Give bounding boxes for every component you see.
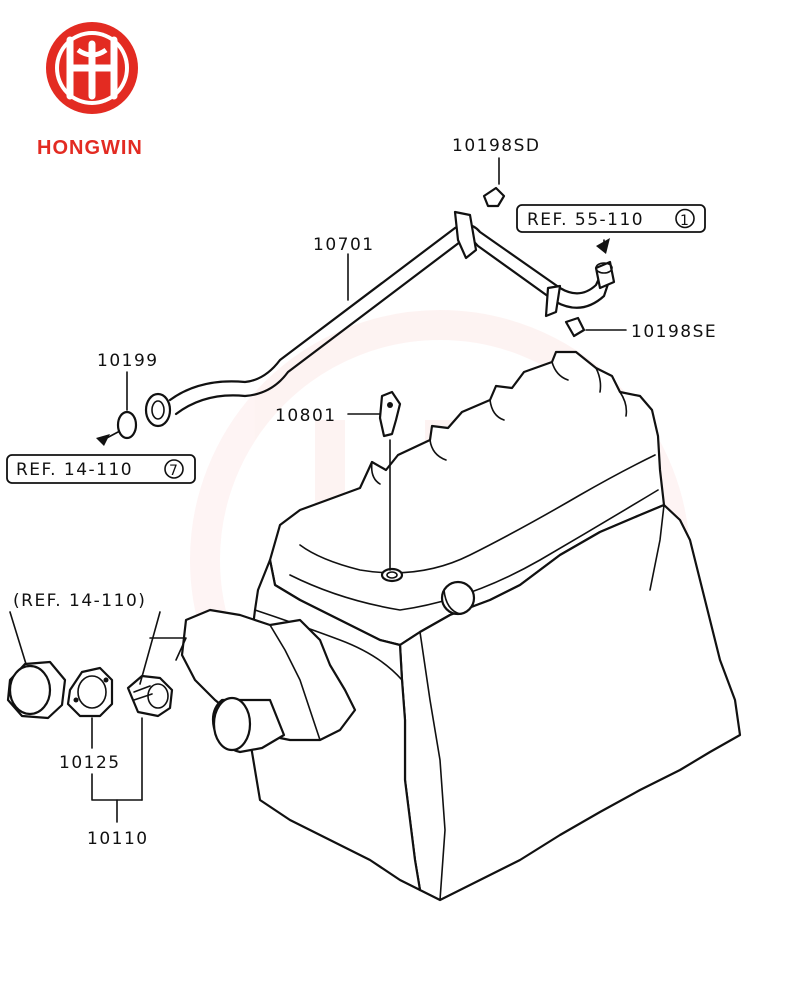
bolt-10198SD-icon — [482, 186, 506, 208]
ref-box-55-110: REF. 55-110 1 — [516, 204, 706, 233]
label-10198SD: 10198SD — [452, 136, 540, 156]
thermostat-parts — [6, 660, 174, 720]
ref-box-14-110: REF. 14-110 7 — [6, 454, 196, 484]
label-10110: 10110 — [87, 829, 149, 849]
label-10198SE: 10198SE — [631, 322, 717, 342]
ref-55-110-text: REF. 55-110 — [527, 210, 644, 230]
water-pipe-10701 — [144, 210, 616, 428]
label-10125: 10125 — [59, 753, 121, 773]
ref-14-110-text: REF. 14-110 — [16, 460, 133, 480]
label-10199: 10199 — [97, 351, 159, 371]
leader-lines — [9, 157, 627, 823]
ref-55-110-num: 1 — [680, 213, 689, 229]
ref-14-110-num: 7 — [169, 463, 178, 479]
sensor-10801 — [378, 390, 402, 571]
engine-block — [180, 350, 742, 902]
bolt-10198SE-icon — [564, 316, 586, 338]
label-10701: 10701 — [313, 235, 375, 255]
hongwin-logo-icon — [46, 22, 138, 114]
ref-14-110-paren: (REF. 14-110) — [13, 591, 146, 611]
arrow-icon — [596, 238, 610, 254]
o-ring-10199 — [116, 410, 138, 440]
label-10801: 10801 — [275, 406, 337, 426]
brand-name: HONGWIN — [37, 137, 143, 159]
